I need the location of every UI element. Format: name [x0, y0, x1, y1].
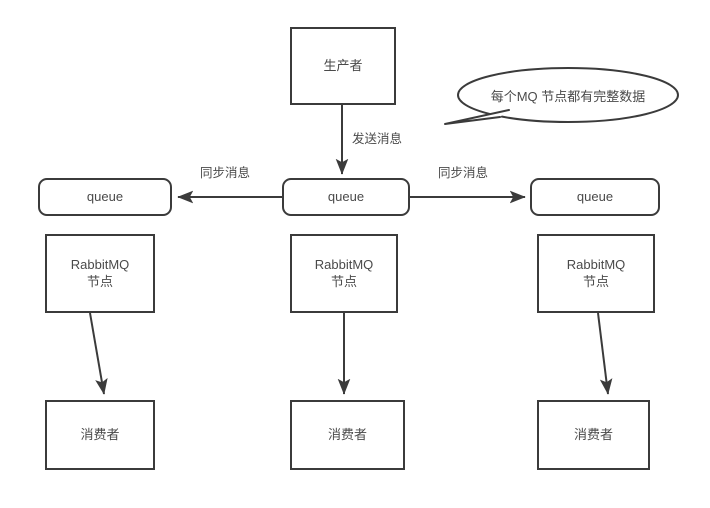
queue-box-right[interactable]: queue	[530, 178, 660, 216]
rabbitmq-node-box-right[interactable]: RabbitMQ 节点	[537, 234, 655, 313]
consumer-box-center[interactable]: 消费者	[290, 400, 405, 470]
callout-tail	[444, 109, 510, 125]
rabbitmq-node-box-left[interactable]: RabbitMQ 节点	[45, 234, 155, 313]
arrow-node-to-consumer-right	[597, 312, 613, 395]
producer-box[interactable]: 生产者	[290, 27, 396, 105]
rabbitmq-node-box-center[interactable]: RabbitMQ 节点	[290, 234, 398, 313]
consumer-label-center: 消费者	[327, 426, 367, 442]
rabbitmq-node-label-left: RabbitMQ 节点	[70, 256, 130, 289]
callout-bubble	[457, 67, 679, 123]
callout-label: 每个MQ 节点都有完整数据	[490, 89, 646, 104]
consumer-label-left: 消费者	[80, 426, 120, 442]
arrow-node-to-consumer-left	[89, 312, 108, 395]
rabbitmq-node-label-right: RabbitMQ 节点	[566, 256, 626, 289]
producer-label: 生产者	[323, 57, 363, 73]
rabbitmq-node-label-center: RabbitMQ 节点	[314, 256, 374, 289]
edge-label-sync-right: 同步消息	[438, 166, 489, 180]
consumer-box-left[interactable]: 消费者	[45, 400, 155, 470]
queue-label-right: queue	[576, 188, 614, 204]
queue-label-center: queue	[327, 188, 365, 204]
consumer-label-right: 消费者	[573, 426, 613, 442]
queue-box-left[interactable]: queue	[38, 178, 172, 216]
queue-box-center[interactable]: queue	[282, 178, 410, 216]
queue-label-left: queue	[86, 188, 124, 204]
edge-label-sync-left: 同步消息	[200, 166, 251, 180]
edge-label-send-message: 发送消息	[352, 132, 403, 146]
consumer-box-right[interactable]: 消费者	[537, 400, 650, 470]
